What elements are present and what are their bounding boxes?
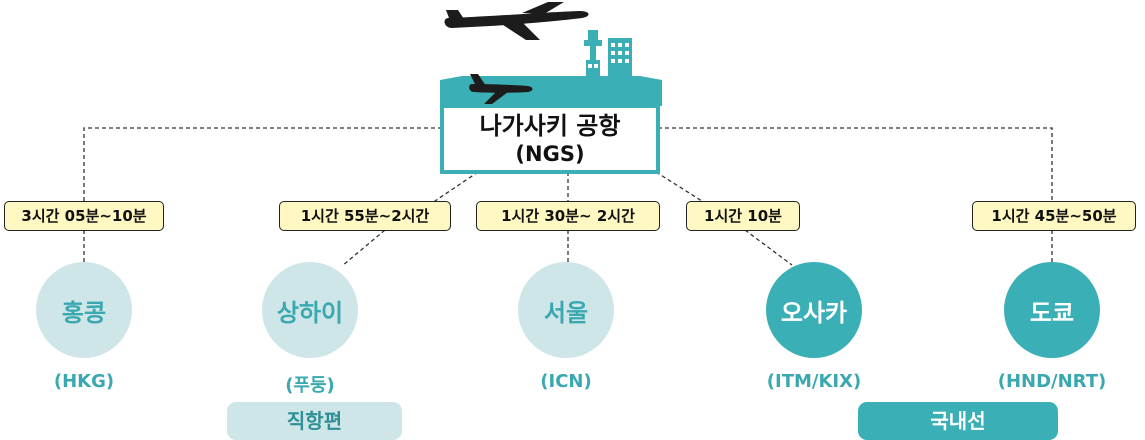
route-line-pvg-lower [341,229,386,267]
airplane-icon [444,2,589,40]
destination-osaka: 오사카 [766,262,862,358]
route-line-osa-lower [744,229,793,266]
flight-time-hkg: 3시간 05분~10분 [4,201,164,231]
destination-name: 오사카 [780,298,848,327]
destination-name: 상하이 [276,298,344,327]
airplane-small-icon [469,74,533,104]
flight-time-icn: 1시간 30분~ 2시간 [476,201,660,231]
airport-code-tyo: (HND/NRT) [997,371,1107,392]
hub-code: (NGS) [515,142,585,166]
flight-time-pvg: 1시간 55분~2시간 [279,201,451,231]
destination-hong-kong: 홍콩 [36,262,132,358]
destination-name: 홍콩 [61,298,107,327]
route-line-hkg [83,127,442,203]
hub-name: 나가사키 공항 [479,112,621,140]
destination-name: 서울 [543,298,589,327]
route-line-pvg [431,171,479,204]
destination-name: 도쿄 [1029,298,1075,327]
airport-code-hkg: (HKG) [53,371,115,392]
airport-building-icon [588,38,632,76]
airport-code-icn: (ICN) [540,371,592,392]
route-line-tyo [658,127,1053,203]
destination-shanghai: 상하이 [262,262,358,358]
terminal-box [440,104,660,174]
hub-label: 나가사키 공항 (NGS) [442,108,658,172]
route-line-osa [655,171,706,204]
flight-time-tyo: 1시간 45분~50분 [972,201,1136,231]
airport-code-osa: (ITM/KIX) [766,371,862,392]
destination-seoul: 서울 [518,262,614,358]
control-tower-icon [584,30,602,76]
destination-tokyo: 도쿄 [1004,262,1100,358]
domestic-flight-badge: 국내선 [858,402,1058,440]
airport-code-pvg: (푸둥) [285,375,335,396]
flight-time-osa: 1시간 10분 [686,201,800,231]
direct-flight-badge: 직항편 [227,402,402,440]
